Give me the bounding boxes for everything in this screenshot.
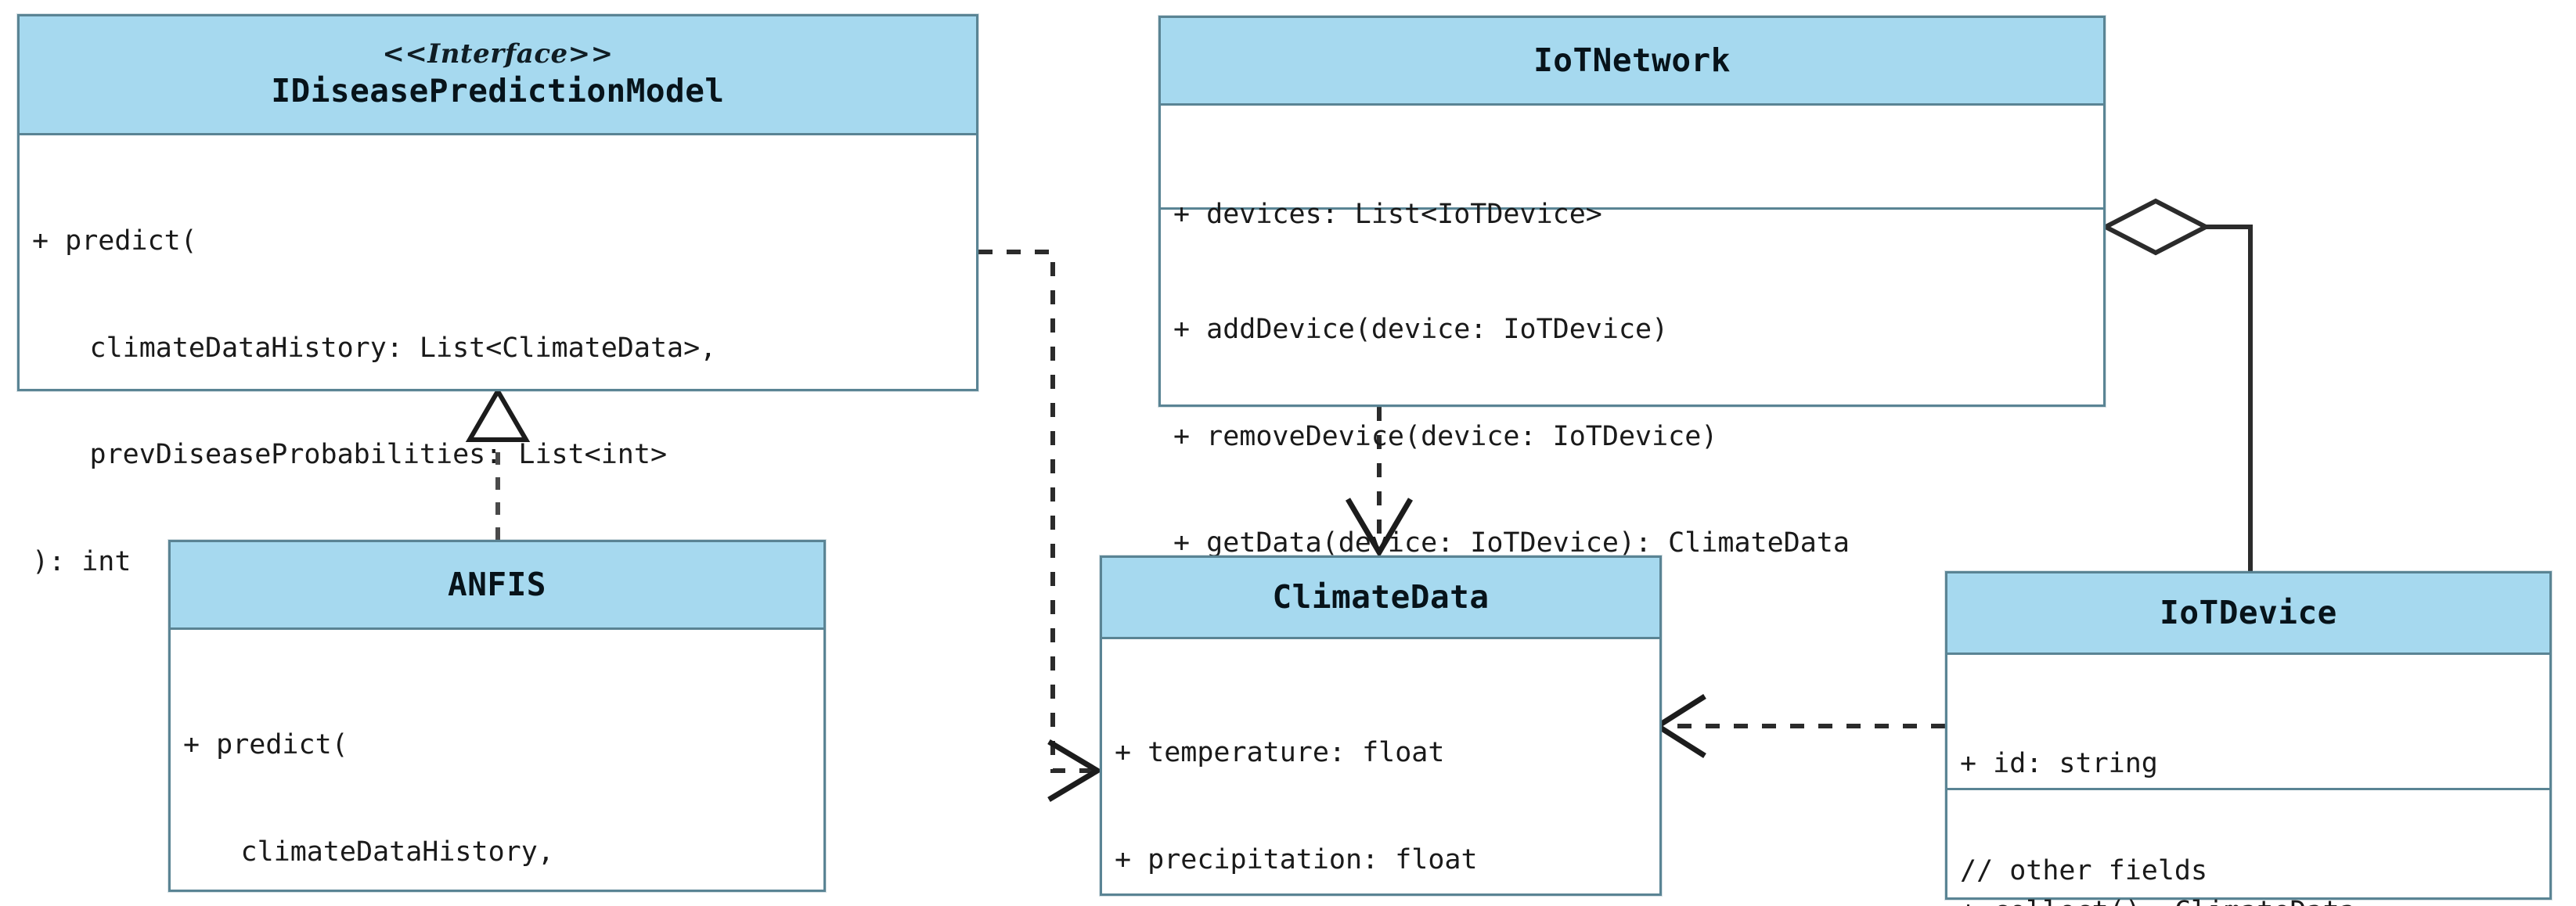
method-item: + getData(device: IoTDevice): ClimateDat… (1173, 527, 1850, 559)
class-name-idiseasepredictionmodel: IDiseasePredictionModel (271, 71, 725, 110)
class-header-iotnetwork: IoTNetwork (1161, 18, 2103, 106)
relationship-interface-depends-climatedata (978, 250, 1103, 803)
method-item: + addDevice(device: IoTDevice) (1173, 314, 1669, 345)
method-item: ): int (32, 545, 132, 577)
class-header-idiseasepredictionmodel: <<Interface>> IDiseasePredictionModel (20, 16, 976, 135)
methods-compartment-iotnetwork: + addDevice(device: IoTDevice) + removeD… (1161, 207, 2103, 644)
open-arrowhead-icon (1047, 739, 1103, 803)
class-header-anfis: ANFIS (171, 542, 823, 630)
method-item: + removeDevice(device: IoTDevice) (1173, 420, 1718, 452)
aggregation-solid-elbow (2206, 225, 2253, 571)
relationship-iotdevice-depends-climatedata (1652, 694, 1945, 758)
open-arrowhead-icon (1652, 694, 1706, 758)
methods-compartment-iotdevice: + collect(): ClimateData (1947, 788, 2549, 906)
class-name-climatedata: ClimateData (1272, 577, 1490, 616)
attribute-item: + temperature: float (1115, 737, 1445, 768)
class-box-anfis[interactable]: ANFIS + predict( climateDataHistory, pre… (168, 540, 826, 892)
class-box-iotdevice[interactable]: IoTDevice + id: string // other fields +… (1945, 571, 2552, 906)
attributes-compartment-iotnetwork: + devices: List<IoTDevice> (1161, 106, 2103, 230)
attributes-compartment-climatedata: + temperature: float + precipitation: fl… (1102, 639, 1659, 906)
relationship-iotnetwork-aggregates-iotdevice (2100, 198, 2253, 571)
class-header-climatedata: ClimateData (1102, 558, 1659, 639)
attribute-item: + devices: List<IoTDevice> (1173, 199, 1602, 230)
stereotype-interface: <<Interface>> (382, 38, 614, 70)
dependency-dashed-elbow (978, 250, 1092, 773)
method-item: + collect(): ClimateData (1960, 894, 2535, 906)
method-item: climateDataHistory: List<ClimateData>, (89, 332, 717, 364)
attribute-item: + precipitation: float (1115, 843, 1478, 875)
class-box-idiseasepredictionmodel[interactable]: <<Interface>> IDiseasePredictionModel + … (17, 14, 978, 577)
class-name-anfis: ANFIS (448, 565, 546, 603)
class-box-climatedata[interactable]: ClimateData + temperature: float + preci… (1100, 555, 1662, 896)
method-item: climateDataHistory, (240, 836, 554, 868)
methods-compartment-idiseasepredictionmodel: + predict( climateDataHistory: List<Clim… (20, 135, 976, 662)
method-item: + predict( (32, 225, 197, 257)
method-item: prevDiseaseProbabilities: List<int> (89, 439, 668, 470)
class-header-iotdevice: IoTDevice (1947, 573, 2549, 655)
class-name-iotnetwork: IoTNetwork (1533, 41, 1731, 79)
attributes-compartment-iotdevice: + id: string // other fields (1947, 655, 2549, 886)
attribute-item: // other fields (1960, 854, 2208, 886)
hollow-diamond-icon (2100, 198, 2211, 256)
methods-compartment-anfis: + predict( climateDataHistory, prevDisea… (171, 630, 823, 906)
class-name-iotdevice: IoTDevice (2160, 593, 2337, 631)
class-box-iotnetwork[interactable]: IoTNetwork + devices: List<IoTDevice> + … (1158, 16, 2106, 559)
attribute-item: + id: string (1960, 748, 2158, 779)
method-item: + predict( (183, 729, 348, 760)
